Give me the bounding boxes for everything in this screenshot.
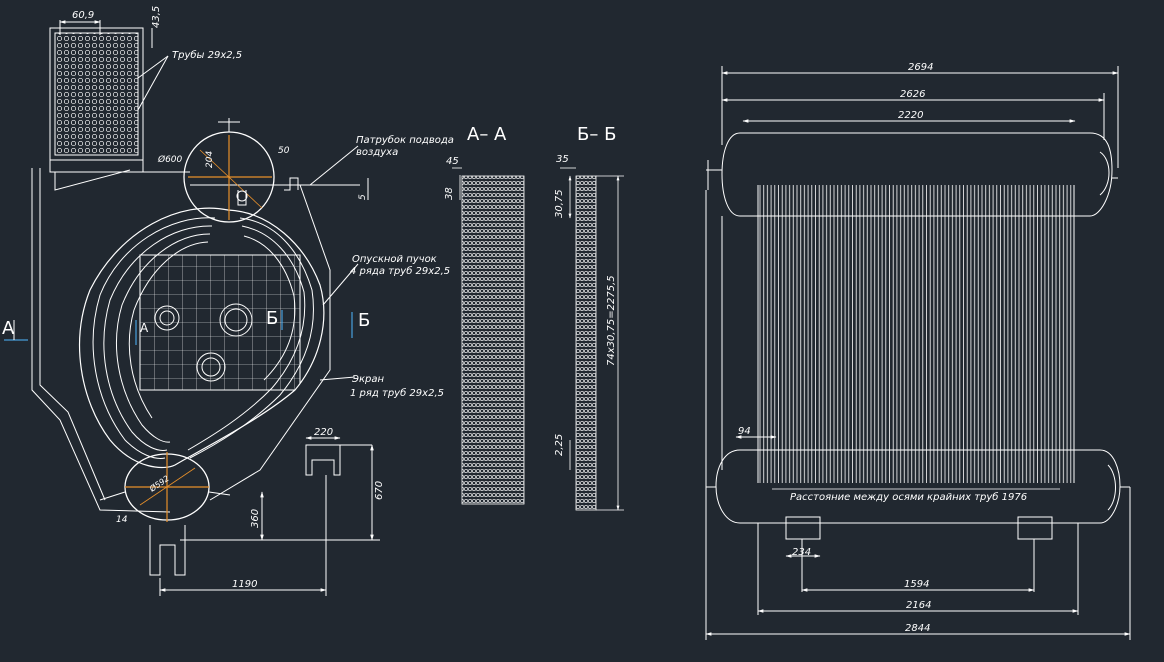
right-tube-bank <box>758 185 1074 483</box>
dim-bb-3075: 30,75 <box>554 189 565 218</box>
section-bb <box>560 167 624 511</box>
section-a-left-label: А <box>2 318 15 339</box>
note-axis-distance: Расстояние между осями крайних труб 1976 <box>790 491 1027 503</box>
section-b-right-label: Б <box>358 310 370 331</box>
dim-2694: 2694 <box>908 62 933 73</box>
dim-2844: 2844 <box>905 623 930 634</box>
economizer-tubes <box>54 32 139 156</box>
burner-opening-2 <box>219 303 253 337</box>
note-air-inlet-line1: Патрубок подвода <box>356 134 454 146</box>
right-lower-drum <box>715 449 1121 524</box>
section-aa <box>452 167 525 505</box>
section-b-mid-label: Б <box>266 308 278 329</box>
dim-14: 14 <box>116 515 128 525</box>
dim-1594: 1594 <box>904 579 929 590</box>
dim-bb-long: 74x30,75=2275,5 <box>606 275 617 366</box>
right-view <box>705 66 1131 640</box>
section-bb-tubes <box>575 175 597 511</box>
dim-360: 360 <box>250 509 261 528</box>
note-air-inlet-line2: воздуха <box>356 147 398 158</box>
furnace-outline <box>79 207 325 469</box>
right-upper-drum <box>721 132 1113 217</box>
dim-5: 5 <box>358 194 368 200</box>
dim-drum-diameter: Ø600 <box>157 154 183 165</box>
dim-2626: 2626 <box>900 89 925 100</box>
note-screen-line2: 1 ряд труб 29x2,5 <box>350 387 444 399</box>
right-support-left <box>785 516 821 540</box>
dim-bb-35: 35 <box>556 154 569 165</box>
dim-top-width: 60,9 <box>72 10 94 21</box>
left-view <box>4 20 380 596</box>
left-view-labels: 60,9 43,5 Трубы 29x2,5 Патрубок подвода … <box>2 6 454 590</box>
dim-1190: 1190 <box>232 579 257 590</box>
dim-2164: 2164 <box>906 600 931 611</box>
boiler-casing <box>31 168 171 513</box>
note-downcomer-line1: Опускной пучок <box>352 254 437 265</box>
note-tubes: Трубы 29x2,5 <box>172 49 242 61</box>
dim-aa-45: 45 <box>446 156 459 167</box>
dim-670: 670 <box>374 481 385 500</box>
burner-opening-3 <box>196 352 226 382</box>
dim-50: 50 <box>278 146 290 156</box>
section-bb-title: Б– Б <box>577 124 616 145</box>
section-aa-tubes <box>461 175 525 505</box>
right-support-right <box>1017 516 1053 540</box>
dim-220: 220 <box>314 427 333 438</box>
burner-opening-1 <box>154 305 180 331</box>
section-aa-title: А– А <box>467 124 507 145</box>
note-downcomer-line2: 4 ряда труб 29x2,5 <box>350 265 450 277</box>
dim-234: 234 <box>792 547 811 558</box>
section-a-mid-label: А <box>140 321 149 335</box>
note-screen-line1: Экран <box>351 374 384 385</box>
dim-top-right: 43,5 <box>151 6 162 28</box>
dim-bb-225: 2,25 <box>554 434 565 456</box>
dim-94: 94 <box>738 426 751 437</box>
dim-2220: 2220 <box>898 110 923 121</box>
dim-aa-38: 38 <box>444 187 455 200</box>
dim-204: 204 <box>205 151 215 168</box>
